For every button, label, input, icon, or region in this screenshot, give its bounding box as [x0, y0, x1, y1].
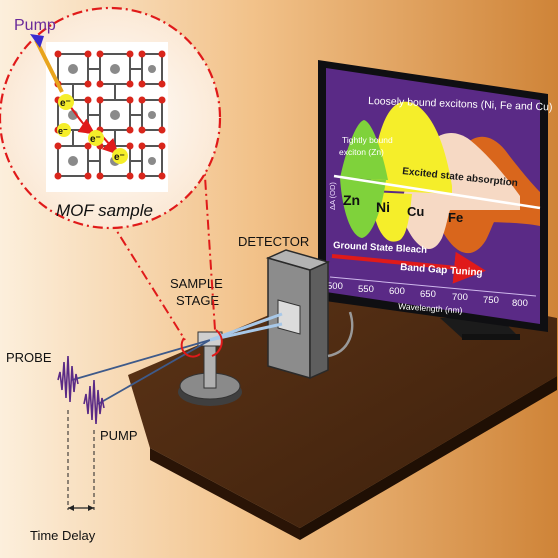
cu-bleach	[400, 210, 450, 249]
pump-excitation	[30, 34, 64, 93]
sample-stage	[178, 331, 242, 406]
electron-1	[58, 94, 74, 110]
ground-state-label: Ground State Bleach	[333, 240, 428, 256]
tick-600: 600	[389, 286, 405, 297]
pump-beam-in	[97, 339, 211, 405]
pump-top-label: Pump	[14, 17, 56, 34]
element-zn: Zn	[343, 192, 360, 208]
element-fe: Fe	[448, 210, 463, 225]
x-axis-ticks: 500 550 600 650 700 750 800	[327, 281, 528, 309]
element-ni: Ni	[376, 199, 390, 215]
electron-label-2: e⁻	[90, 134, 101, 145]
electron-4	[57, 123, 71, 137]
probe-beam-out	[209, 312, 283, 342]
x-axis-label: Wavelength (nm)	[398, 301, 463, 315]
tick-650: 650	[420, 289, 436, 300]
element-cu: Cu	[407, 204, 424, 219]
zn-bleach	[340, 178, 386, 238]
electron-3	[112, 148, 128, 164]
stage-label: STAGE	[176, 293, 219, 308]
tick-550: 550	[358, 284, 374, 295]
probe-label: PROBE	[6, 350, 52, 365]
time-delay-label: Time Delay	[30, 528, 96, 543]
probe-beam-in	[71, 339, 211, 381]
detector-label: DETECTOR	[238, 234, 309, 249]
tick-750: 750	[483, 295, 499, 306]
time-delay-indicator	[67, 410, 95, 511]
optical-table	[128, 278, 557, 540]
tick-800: 800	[512, 298, 528, 309]
tick-700: 700	[452, 292, 468, 303]
laser-beams	[71, 312, 283, 405]
spectrum-peaks	[333, 101, 541, 254]
tick-500: 500	[327, 281, 343, 292]
spectrum-baseline	[333, 174, 541, 210]
ni-peak	[370, 101, 452, 194]
sample-label: SAMPLE	[170, 276, 223, 291]
pump-label: PUMP	[100, 428, 138, 443]
electron-transfer: e⁻ e⁻ e⁻ e⁻	[57, 94, 128, 164]
detector	[265, 249, 354, 380]
electron-label-3: e⁻	[114, 152, 125, 163]
zn-peak	[340, 120, 388, 180]
mof-structure	[46, 42, 168, 192]
electron-label-1: e⁻	[60, 98, 71, 109]
pump-pulse	[83, 379, 105, 425]
x-axis-line	[329, 276, 537, 297]
band-gap-arrow	[331, 251, 486, 284]
tightly-bound-label-2: exciton (Zn)	[339, 147, 384, 157]
y-axis-label: ΔA (OD)	[328, 182, 337, 210]
electron-label-4: e⁻	[58, 126, 68, 136]
tightly-bound-label-1: Tightly bound	[342, 135, 393, 145]
mof-sample-label: MOF sample	[56, 201, 153, 220]
probe-pulse	[57, 355, 79, 403]
electron-2	[88, 130, 104, 146]
fe-bleach	[438, 222, 494, 254]
detector-cable	[327, 311, 354, 358]
